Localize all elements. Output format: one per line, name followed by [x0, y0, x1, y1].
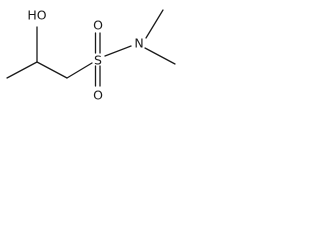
atom-label-group: HO S O O N	[27, 8, 143, 103]
bond-nitrogen-to-methyl-lower	[144, 47, 176, 65]
bond-nitrogen-to-methyl-upper	[145, 9, 164, 39]
bond-carbinol-to-methylene	[36, 61, 68, 79]
atom-oxygen-bottom-label: O	[93, 88, 103, 103]
bond-methyl-to-carbinol	[6, 61, 38, 79]
structural-formula: HO S O O N	[6, 8, 176, 103]
bond-sulfur-to-nitrogen	[104, 45, 132, 57]
bond-group	[6, 9, 176, 87]
atom-nitrogen-label: N	[134, 36, 143, 51]
atom-hydroxyl-label: HO	[27, 8, 46, 23]
atom-sulfur-label: S	[94, 53, 102, 68]
bond-methylene-to-sulfur	[66, 62, 93, 79]
atom-oxygen-top-label: O	[93, 18, 103, 33]
